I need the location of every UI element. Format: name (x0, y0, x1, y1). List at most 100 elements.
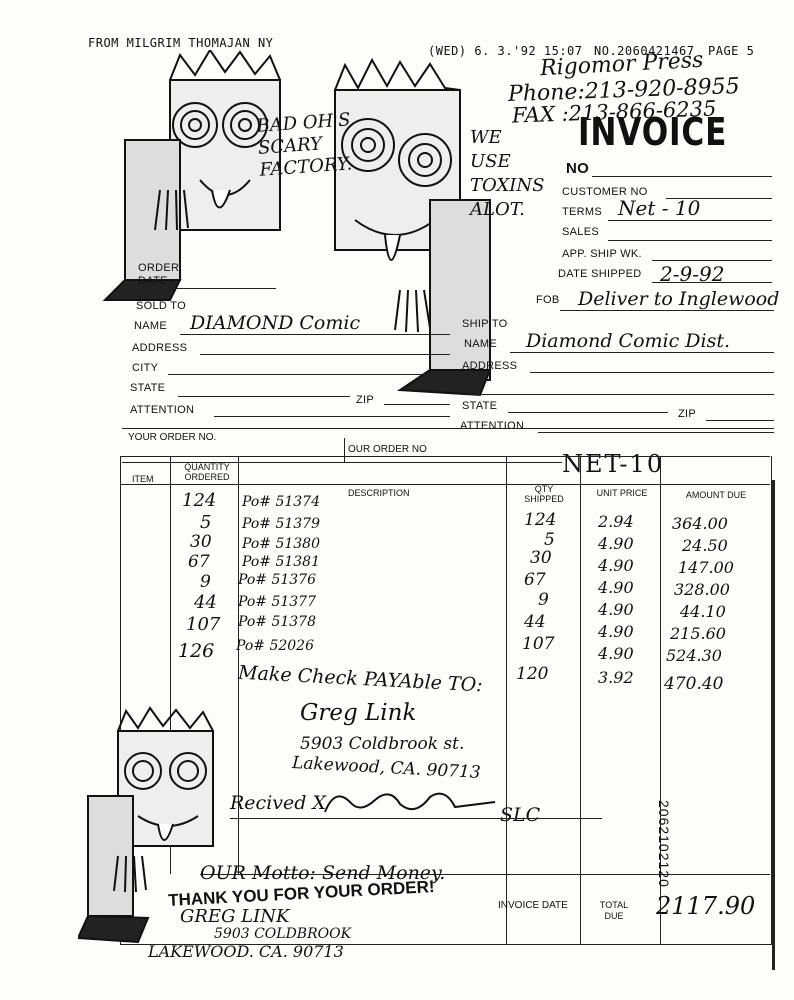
footer-city: LAKEWOOD. CA. 90713 (148, 942, 344, 961)
description-cell: Po# 51377 (238, 594, 316, 610)
invoice-no-label: NO (566, 160, 590, 177)
description-cell: Po# 51379 (242, 516, 320, 532)
motto-text: OUR Motto: Send Money. (200, 862, 446, 884)
terms-label: TERMS (562, 206, 602, 218)
drawing-caption-right: WE USE TOXINS ALOT. (470, 127, 545, 220)
terms-note: NET-10 (562, 450, 665, 478)
amount-cell: 147.00 (678, 558, 734, 577)
fax-datetime: (WED) 6. 3.'92 15:07 (428, 44, 583, 58)
order-date-label: DATE (138, 275, 168, 287)
header-unit-price: UNIT PRICE (596, 488, 648, 498)
monster-doodles (102, 50, 492, 397)
amount-cell: 215.60 (670, 624, 726, 643)
sold-name-label: NAME (134, 320, 167, 332)
qty-shipped-cell: 5 (544, 530, 555, 550)
sales-label: SALES (562, 226, 599, 238)
description-cell: Po# 52026 (236, 638, 314, 654)
side-document-number: 2062102120 (656, 800, 672, 888)
bottom-monster-drawing (78, 706, 214, 944)
qty-ordered-cell: 9 (200, 572, 211, 592)
fax-sender: FROM MILGRIM THOMAJAN NY (88, 36, 274, 50)
unit-price-cell: 4.90 (598, 534, 634, 553)
payable-name: Greg Link (300, 700, 417, 726)
sold-zip-label: ZIP (356, 394, 375, 406)
sold-city-label: CITY (132, 362, 159, 374)
unit-price-cell: 4.90 (598, 578, 634, 597)
description-cell: Po# 51381 (242, 554, 320, 570)
amount-cell: 470.40 (664, 674, 724, 694)
amount-cell: 44.10 (680, 602, 726, 621)
qty-shipped-cell: 44 (524, 612, 546, 632)
qty-ordered-cell: 67 (188, 552, 210, 572)
qty-shipped-cell: 9 (538, 590, 549, 610)
fob-value: Deliver to Inglewood (578, 288, 780, 310)
description-cell: Po# 51376 (238, 572, 316, 588)
terms-value: Net - 10 (618, 196, 701, 220)
drawing-caption-left: BAD OH'S SCARY FACTORY. (255, 109, 353, 181)
sold-state-label: STATE (130, 382, 166, 394)
qty-ordered-cell: 5 (200, 512, 212, 533)
description-cell: Po# 51374 (242, 494, 320, 510)
ship-name-label: NAME (464, 338, 497, 350)
fax-number: NO.2060421467 (594, 44, 695, 58)
app-ship-label: APP. SHIP WK. (562, 248, 642, 260)
fax-page: PAGE 5 (708, 44, 755, 58)
qty-shipped-cell: 120 (516, 664, 549, 684)
footer-name: GREG LINK (180, 906, 290, 927)
signature-scribble (324, 792, 496, 813)
received-label: Recived X (230, 792, 326, 814)
amount-cell: 524.30 (666, 646, 722, 665)
ship-to-heading: SHIP TO (462, 318, 508, 330)
sold-address-label: ADDRESS (132, 342, 188, 354)
fob-label: FOB (536, 294, 560, 306)
header-qty-shipped: QTY SHIPPED (524, 484, 564, 504)
unit-price-cell: 4.90 (598, 644, 634, 663)
received-initials: SLC (500, 804, 541, 826)
fax-edge-shadow (772, 480, 775, 970)
qty-ordered-cell: 44 (194, 592, 217, 613)
description-cell: Po# 51378 (238, 614, 316, 630)
header-item: ITEM (132, 474, 154, 484)
qty-ordered-cell: 107 (186, 614, 221, 635)
footer-street: 5903 COLDBROOK (214, 926, 352, 942)
unit-price-cell: 2.94 (598, 512, 634, 531)
qty-ordered-cell: 126 (178, 640, 215, 662)
invoice-title: INVOICE (578, 110, 728, 154)
qty-shipped-cell: 124 (524, 510, 557, 530)
middle-monster-drawing (334, 57, 492, 397)
description-cell: Po# 51380 (242, 536, 320, 552)
qty-shipped-cell: 30 (530, 548, 552, 568)
ship-name-value: Diamond Comic Dist. (526, 330, 731, 352)
qty-ordered-cell: 30 (190, 532, 212, 552)
ship-zip-label: ZIP (678, 408, 697, 420)
ship-address-label: ADDRESS (462, 360, 518, 372)
order-label: ORDER (138, 262, 180, 274)
sold-to-heading: SOLD TO (136, 300, 186, 312)
unit-price-cell: 3.92 (598, 668, 634, 687)
ship-state-label: STATE (462, 400, 498, 412)
date-shipped-label: DATE SHIPPED (558, 268, 642, 280)
invoice-date-label: INVOICE DATE (498, 900, 568, 911)
qty-ordered-cell: 124 (182, 490, 217, 511)
unit-price-cell: 4.90 (598, 556, 634, 575)
total-due-value: 2117.90 (656, 892, 756, 920)
our-order-label: OUR ORDER NO (348, 444, 427, 455)
unit-price-cell: 4.90 (598, 622, 634, 641)
your-order-label: YOUR ORDER NO. (128, 432, 217, 443)
amount-cell: 364.00 (672, 514, 728, 533)
payable-street: 5903 Coldbrook st. (300, 734, 465, 754)
sold-name-value: DIAMOND Comic (190, 312, 361, 334)
amount-cell: 328.00 (674, 580, 730, 599)
left-monster-drawing (102, 50, 281, 301)
unit-price-cell: 4.90 (598, 600, 634, 619)
amount-cell: 24.50 (682, 536, 728, 555)
header-amount-due: AMOUNT DUE (685, 490, 747, 500)
total-due-label: TOTAL DUE (599, 900, 629, 921)
ship-attention-label: ATTENTION (460, 420, 525, 432)
qty-shipped-cell: 107 (522, 634, 555, 654)
qty-shipped-cell: 67 (524, 570, 546, 590)
header-description: DESCRIPTION (348, 488, 410, 498)
customer-no-label: CUSTOMER NO (562, 186, 648, 198)
sold-attention-label: ATTENTION (130, 404, 195, 416)
header-qty-ordered: QUANTITY ORDERED (184, 462, 230, 482)
